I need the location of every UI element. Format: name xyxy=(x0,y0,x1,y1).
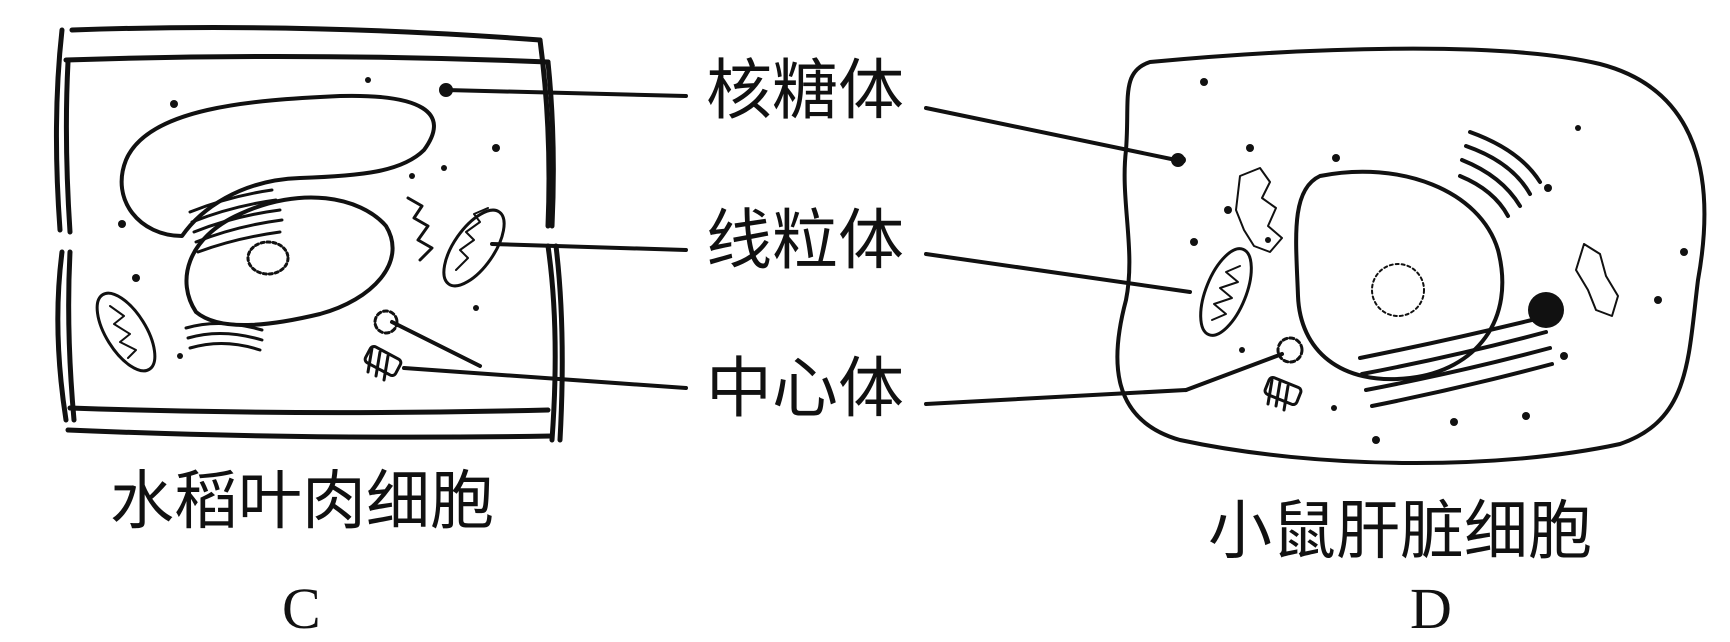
centro-line-left-a xyxy=(392,322,480,366)
mitochondrion-upper-cristae xyxy=(456,208,488,270)
centriole-rod xyxy=(364,345,402,380)
nucleolus xyxy=(248,242,288,274)
ribosome-dots-d xyxy=(1178,78,1688,444)
golgi xyxy=(1236,168,1282,252)
caption-plant-cell: 水稻叶肉细胞 xyxy=(110,470,494,534)
caption-plant-cell-letter: C xyxy=(282,580,321,638)
ribosome-line-right-dot xyxy=(1173,155,1183,165)
mito-line-left xyxy=(492,244,686,250)
mito-line-right xyxy=(926,254,1190,292)
centro-line-left-b xyxy=(404,368,686,388)
centro-line-right-a xyxy=(926,390,1186,404)
vacuole xyxy=(122,96,434,236)
ribosome-line-left-dot xyxy=(441,85,451,95)
caption-animal-cell: 小鼠肝脏细胞 xyxy=(1208,500,1592,564)
ribosome-line-right xyxy=(926,108,1176,160)
caption-animal-cell-letter: D xyxy=(1410,580,1452,638)
golgi-scribble xyxy=(408,198,432,260)
centriole-rod-d xyxy=(1264,376,1302,410)
lysosome xyxy=(1528,292,1564,328)
centriole-round-d xyxy=(1278,338,1302,362)
nucleus xyxy=(186,197,392,325)
golgi-right xyxy=(1576,244,1618,316)
label-mitochondria: 线粒体 xyxy=(706,208,904,274)
grana-stack-lower xyxy=(186,323,262,350)
mitochondrion-d-cristae xyxy=(1212,266,1240,320)
label-ribosome: 核糖体 xyxy=(706,58,904,124)
animal-cell-d xyxy=(1117,49,1704,463)
cell-membrane xyxy=(1117,49,1704,463)
label-centrosome: 中心体 xyxy=(706,356,904,422)
nucleolus xyxy=(1372,264,1424,316)
ribosome-line-left xyxy=(446,90,686,96)
